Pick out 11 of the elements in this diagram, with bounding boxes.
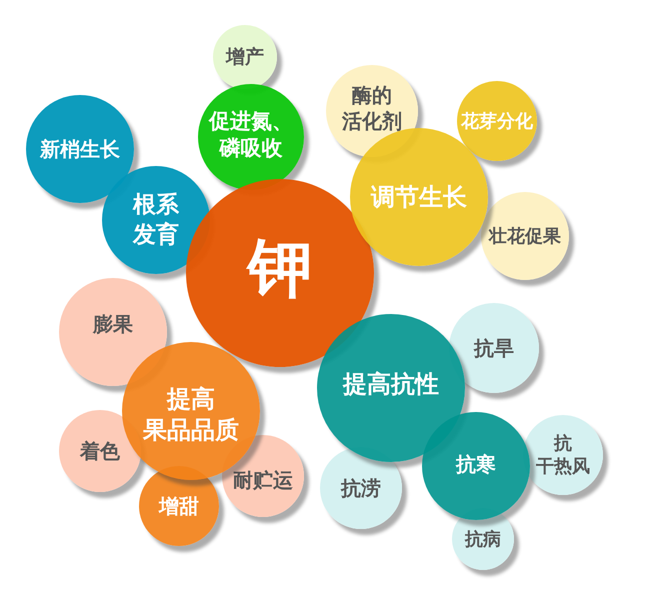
detail-bubble: 膨果: [59, 278, 167, 386]
detail-bubble: 壮花促果: [481, 192, 569, 280]
detail-bubble: 抗旱: [449, 303, 539, 393]
topic-bubble: 促进氮、磷吸收: [198, 84, 304, 190]
topic-bubble: 新梢生长: [26, 95, 134, 203]
detail-bubble: 抗涝: [320, 447, 402, 529]
detail-bubble: 花芽分化: [457, 81, 537, 161]
topic-bubble: 抗寒: [422, 412, 530, 520]
detail-bubble: 增产: [213, 25, 277, 89]
detail-bubble: 抗干热风: [523, 415, 603, 495]
detail-bubble: 着色: [59, 410, 141, 492]
